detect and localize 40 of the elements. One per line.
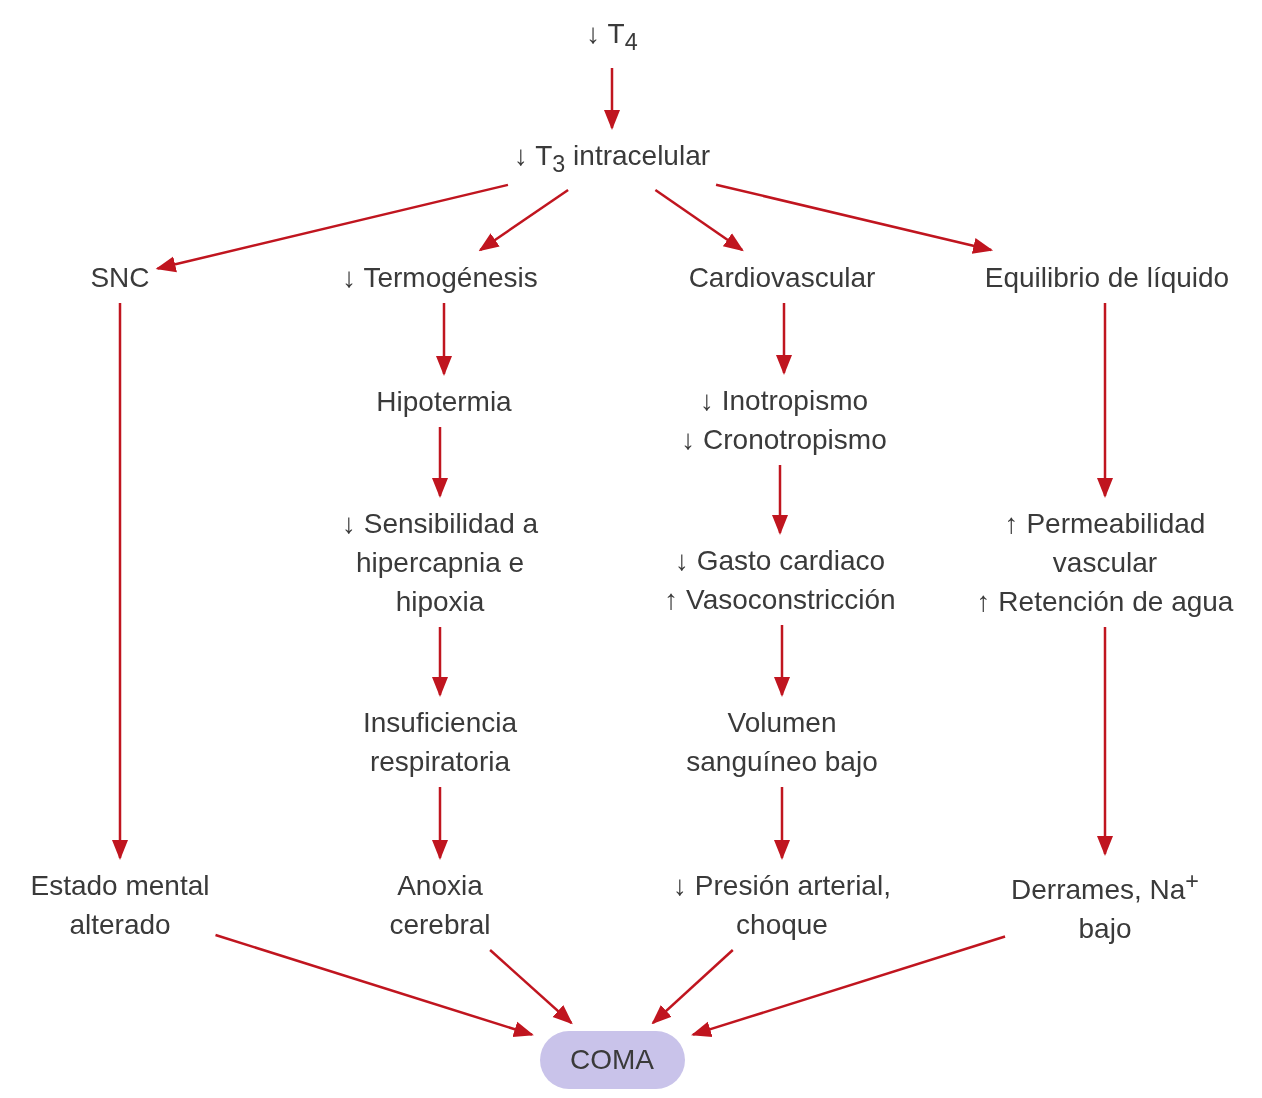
arrow [478, 188, 569, 252]
arrow [715, 183, 994, 254]
node-label: ↓ Cronotropismo [680, 423, 888, 457]
arrow [432, 787, 448, 860]
node-label: ↓ T$_{3}$ intracelular [512, 139, 712, 179]
arrow [651, 949, 734, 1025]
node-label: Anoxia cerebral [388, 869, 492, 942]
arrow [436, 303, 452, 376]
arrow [112, 303, 128, 860]
node-label: ↓ Termogénesis [341, 260, 539, 295]
arrow [776, 303, 792, 375]
arrow [489, 949, 573, 1025]
node-label: Cardiovascular [687, 260, 877, 295]
arrow [432, 427, 448, 498]
node-label: Derrames, Na$^{+}$ bajo [1010, 867, 1200, 947]
arrow [774, 787, 790, 860]
arrow [1097, 627, 1113, 856]
node-label: ↓ T$_{4}$ [585, 17, 639, 57]
arrow [691, 935, 1006, 1037]
node-label: Volumen sanguíneo bajo [685, 706, 879, 779]
node-label: ↓ Inotropismo [698, 384, 870, 418]
node-label: ↑ Vasoconstricción [663, 583, 897, 617]
node-label: ↓ Gasto cardiaco [673, 544, 887, 578]
node-label: Equilibrio de líquido [983, 260, 1231, 295]
node-label: ↓ Presión arterial, choque [672, 869, 892, 942]
arrow [654, 188, 744, 252]
arrow [215, 933, 534, 1037]
node-label: Hipotermia [375, 384, 513, 419]
node-label: SNC [89, 260, 151, 295]
node-label: ↑ Permeabilidad vascular [1003, 506, 1207, 580]
arrow [772, 465, 788, 535]
node-label: ↓ Sensibilidad a hipercapnia e hipoxia [340, 506, 540, 619]
node-label: Estado mental alterado [29, 869, 211, 942]
arrow [432, 627, 448, 697]
arrow [1097, 303, 1113, 498]
node-label: Insuficiencia respiratoria [361, 706, 519, 779]
arrow [604, 68, 620, 130]
node-label: ↑ Retención de agua [975, 584, 1235, 619]
arrow [774, 625, 790, 697]
arrow [155, 183, 509, 273]
